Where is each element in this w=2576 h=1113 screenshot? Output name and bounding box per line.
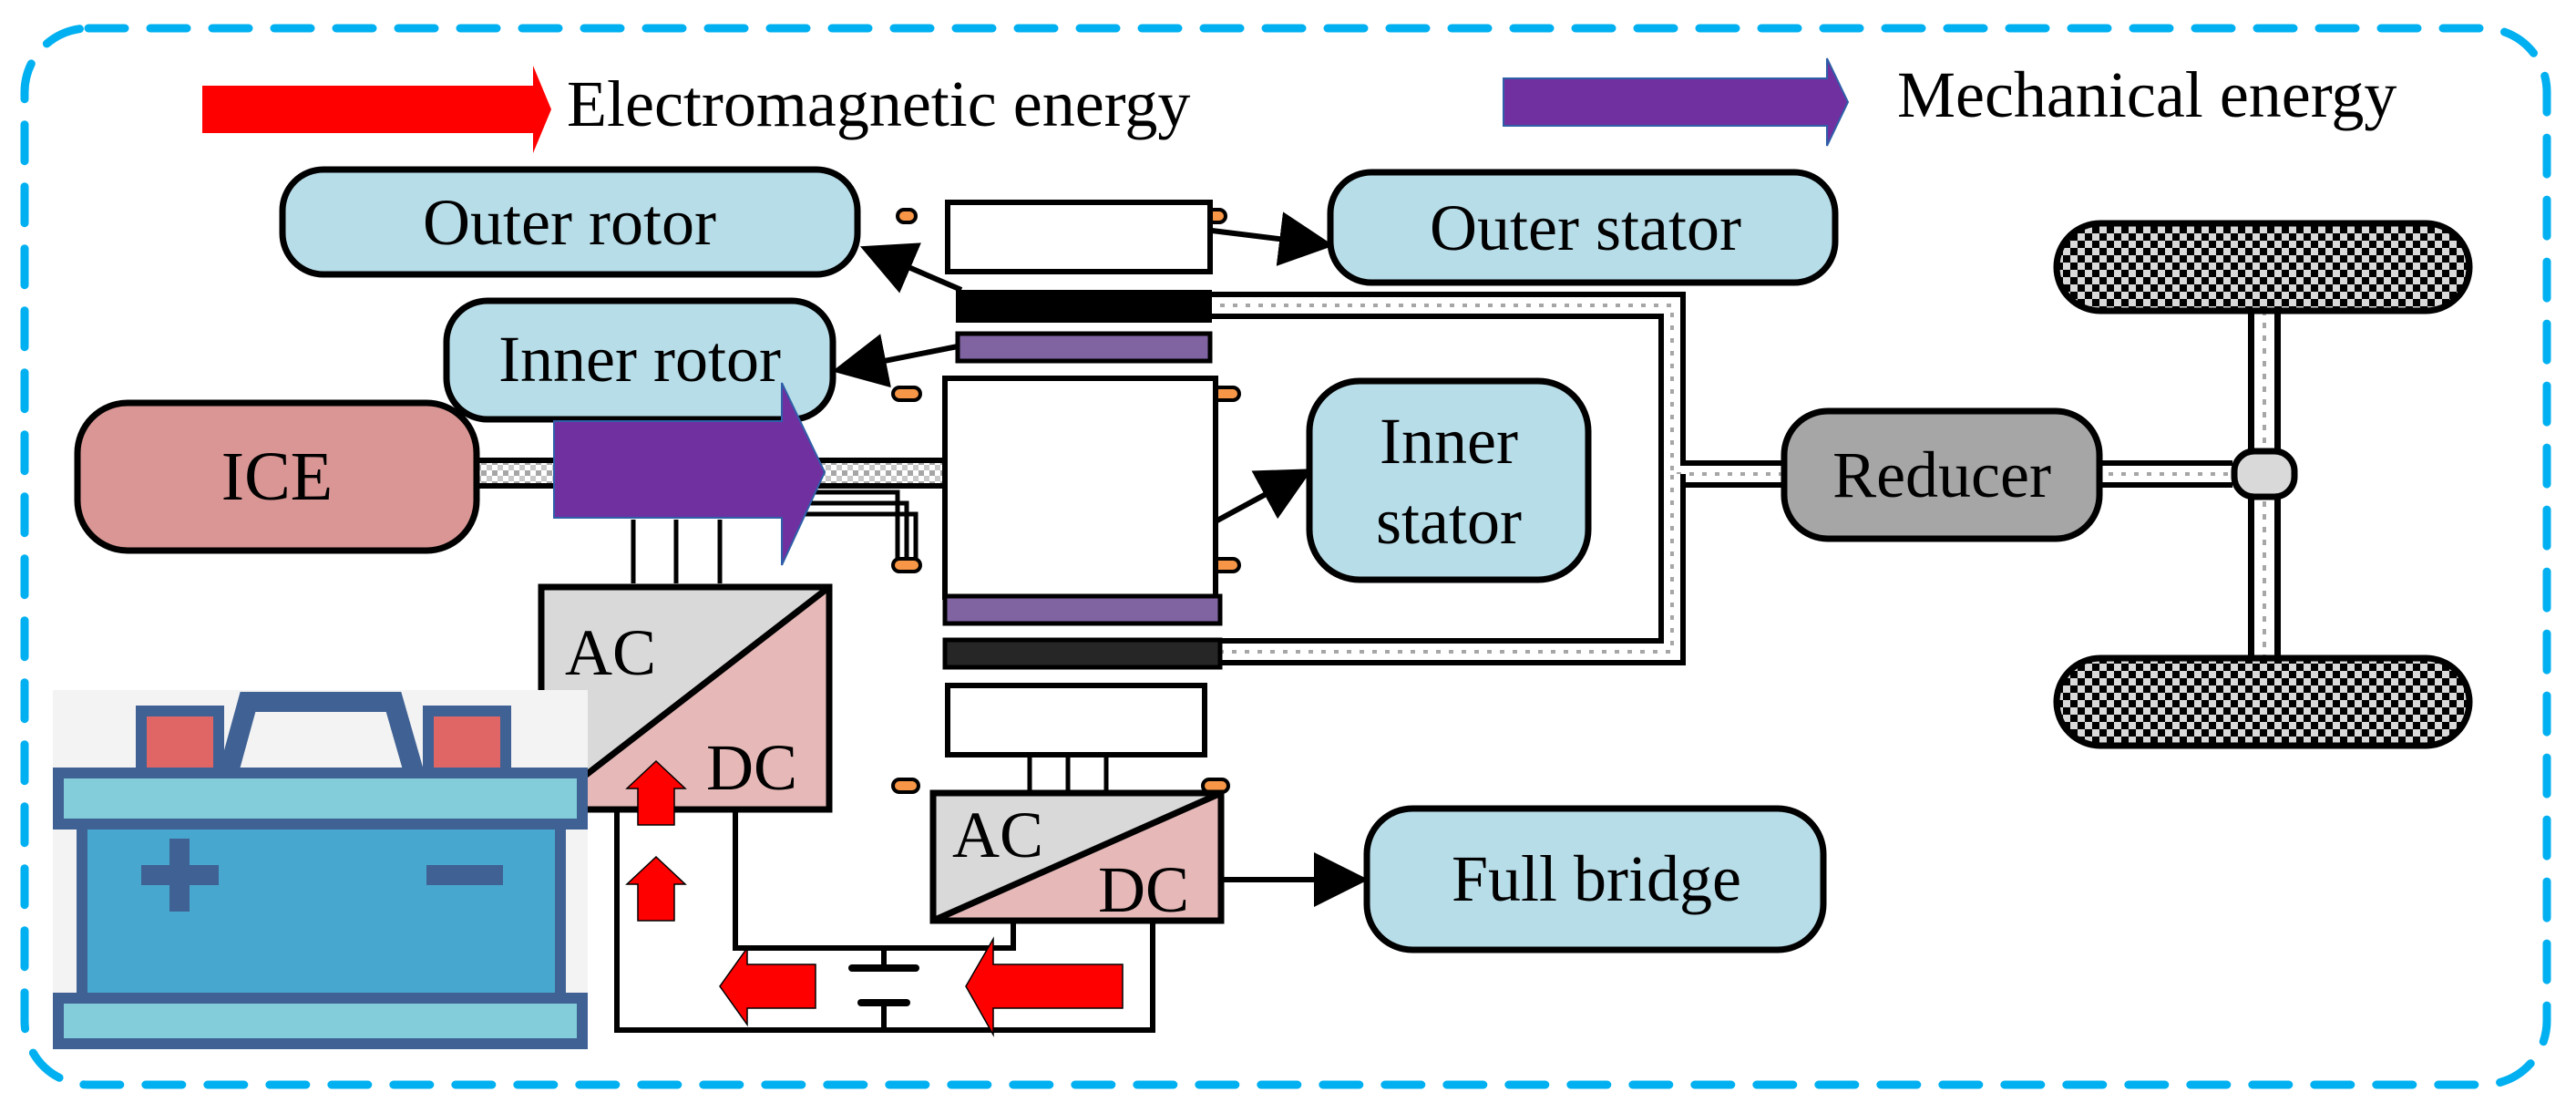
legend-electromagnetic-label: Electromagnetic energy	[567, 67, 1190, 140]
wheels	[2053, 220, 2473, 749]
output-shaft	[1207, 292, 1784, 665]
outer-rotor-label: Outer rotor	[423, 186, 716, 259]
converter1-ac-label: AC	[565, 616, 656, 689]
electromagnetic-flow-arrows	[625, 759, 1124, 1037]
up-arrow-icon	[625, 855, 687, 922]
connection-arrows	[832, 211, 1369, 907]
electromagnetic-arrow-icon	[202, 66, 551, 153]
left-arrow-icon	[719, 945, 816, 1027]
differential-icon	[2231, 448, 2298, 500]
ac-dc-converter-2[interactable]: AC DC	[929, 789, 1225, 926]
converter1-ac-leads	[631, 520, 723, 583]
converter1-dc-label: DC	[706, 731, 797, 804]
inner-stator-label-line1: Inner	[1380, 405, 1518, 478]
inner-stator-label-line2: stator	[1376, 485, 1522, 558]
converter2-ac-leads	[1027, 755, 1109, 793]
wheel-bottom-icon	[2053, 654, 2473, 749]
outer-rotor-bottom-bar	[942, 637, 1223, 670]
inner-stator-block[interactable]: Inner stator	[1306, 377, 1592, 583]
mechanical-arrow-icon	[1503, 57, 1850, 147]
battery-icon	[53, 690, 588, 1049]
left-arrow-icon	[965, 936, 1124, 1037]
outer-stator-top-segment	[945, 200, 1213, 274]
inner-rotor-top-bar	[955, 331, 1213, 364]
outer-rotor-block[interactable]: Outer rotor	[279, 166, 861, 278]
outer-stator-bottom-segment	[945, 683, 1207, 757]
up-arrow-icon	[625, 759, 687, 826]
machine-stack	[891, 200, 1241, 794]
ice-block[interactable]: ICE	[74, 399, 480, 554]
ac-dc-converter-1[interactable]: AC DC	[538, 583, 833, 813]
inner-stator-core	[942, 376, 1218, 600]
system-boundary	[20, 24, 2551, 1089]
reducer-block[interactable]: Reducer	[1781, 407, 2103, 542]
ice-label: ICE	[221, 438, 333, 515]
inner-rotor-block[interactable]: Inner rotor	[443, 297, 836, 423]
inner-rotor-bottom-bar	[942, 593, 1223, 626]
outer-rotor-top-bar	[956, 290, 1212, 323]
dc-link-capacitor-icon	[848, 964, 919, 1006]
outer-stator-block[interactable]: Outer stator	[1327, 169, 1839, 286]
outer-stator-label: Outer stator	[1430, 191, 1741, 264]
legend: Electromagnetic energy Mechanical energy	[202, 57, 2396, 153]
reducer-label: Reducer	[1832, 438, 2051, 511]
mechanical-flow-arrow-icon	[553, 382, 826, 566]
converter2-ac-label: AC	[952, 799, 1043, 871]
legend-mechanical-label: Mechanical energy	[1897, 58, 2396, 131]
converter2-dc-label: DC	[1098, 853, 1189, 926]
full-bridge-block[interactable]: Full bridge	[1363, 805, 1827, 953]
inner-rotor-label: Inner rotor	[498, 323, 781, 396]
full-bridge-label: Full bridge	[1452, 842, 1741, 915]
wheel-top-icon	[2053, 220, 2473, 314]
